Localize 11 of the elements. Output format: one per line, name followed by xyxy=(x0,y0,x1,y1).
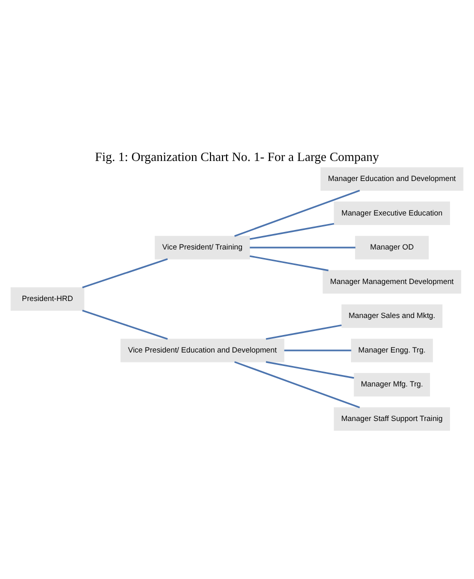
connector xyxy=(250,246,356,248)
connector xyxy=(266,324,342,340)
connector xyxy=(250,255,329,272)
connector xyxy=(284,350,352,352)
connector xyxy=(82,258,168,288)
connector xyxy=(234,361,360,408)
connector xyxy=(266,361,354,379)
connector xyxy=(82,310,168,340)
connector xyxy=(250,222,334,240)
connector xyxy=(234,190,360,237)
diagram-title: Fig. 1: Organization Chart No. 1- For a Large Company xyxy=(95,150,379,164)
